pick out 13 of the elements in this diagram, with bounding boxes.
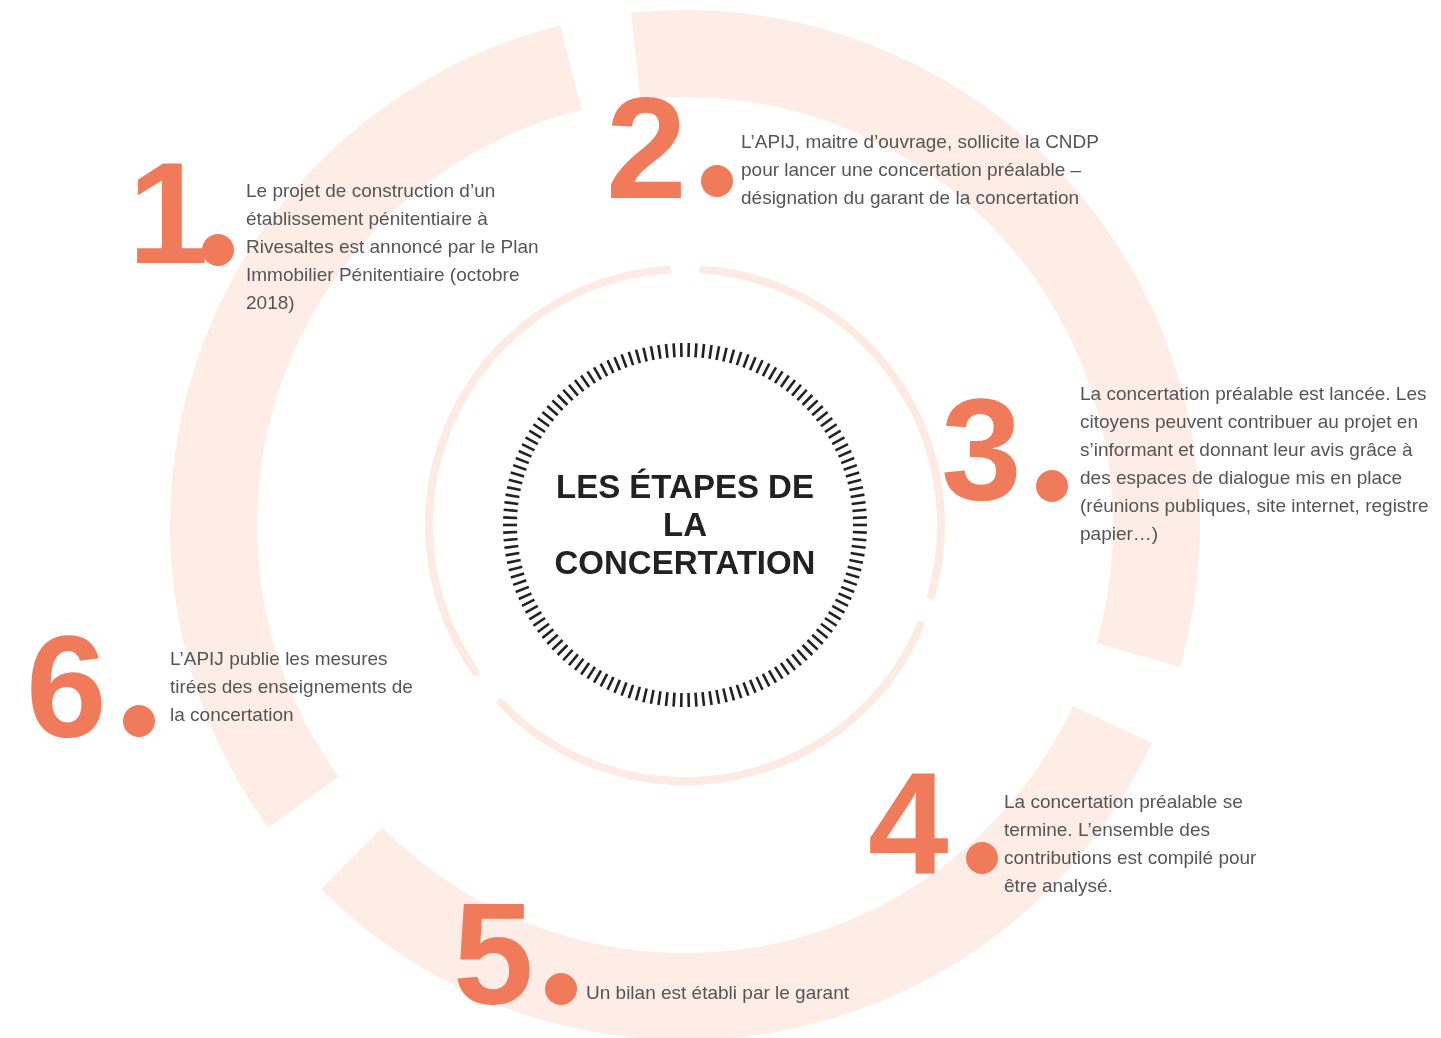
step-description: La concertation préalable est lancée. Les citoyens peuvent contribuer au projet en s’informant et donnant leur avis grâce à des espaces de dialogue mis en place (réunions publiques, site internet, registre papier…) xyxy=(1080,382,1430,546)
step-number: 3 xyxy=(941,377,1022,522)
step-description: L’APIJ, maitre d’ouvrage, sollicite la CNDP pour lancer une concertation préalable – désignation du garant de la concertation xyxy=(741,130,1100,210)
step-number: 6 xyxy=(26,615,107,760)
step-description: L’APIJ publie les mesures tirées des enseignements de la concertation xyxy=(170,647,414,727)
step-description: La concertation préalable se termine. L’ensemble des contributions est compilé pour être analysé. xyxy=(1004,790,1258,898)
step-number: 5 xyxy=(453,882,534,1027)
step-description: Le projet de construction d’un établissement pénitentiaire à Rivesaltes est annoncé par le Plan Immobilier Pénitentiaire (octobre 2018) xyxy=(246,179,540,315)
step-description: Un bilan est établi par le garant xyxy=(586,981,850,1005)
center-title: LES ÉTAPES DE LA CONCERTATION xyxy=(553,468,817,582)
step-number: 4 xyxy=(868,751,949,896)
step-number: 2 xyxy=(606,76,687,221)
step-number: 1 xyxy=(128,141,209,286)
